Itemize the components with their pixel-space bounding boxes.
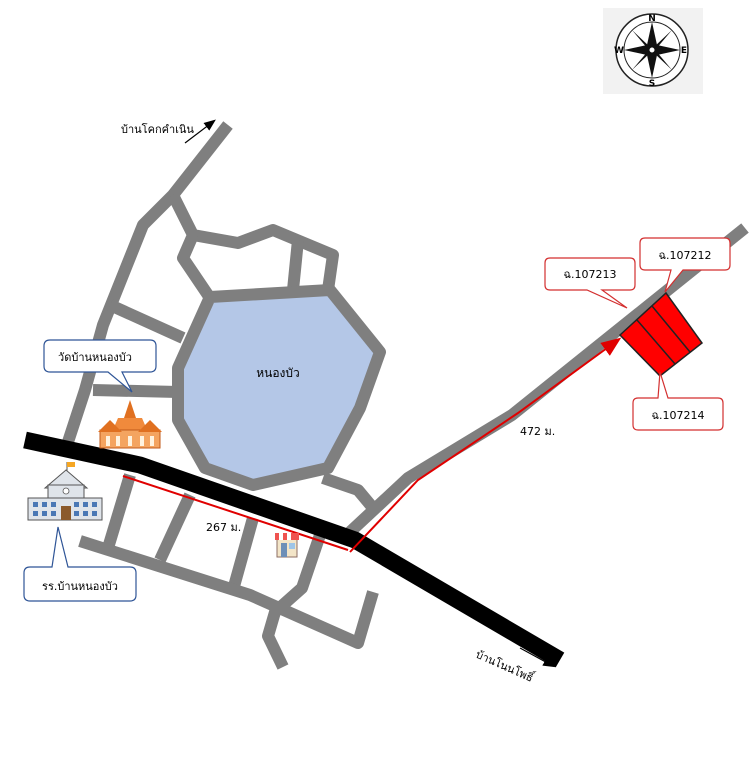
shop-icon xyxy=(275,533,299,558)
plot-b-label: ฉ.107212 xyxy=(659,249,712,262)
callout-temple: วัดบ้านหนองบัว xyxy=(43,339,157,393)
callout-plot-a: ฉ.107213 xyxy=(544,257,636,309)
local-roads xyxy=(61,121,749,670)
plot-c-label: ฉ.107214 xyxy=(652,409,705,422)
north-road-label: บ้านโคกคำเนิน xyxy=(121,122,194,136)
callout-plot-b: ฉ.107212 xyxy=(639,237,731,293)
compass-west: W xyxy=(614,46,624,56)
arrow-icon xyxy=(519,647,556,668)
main-highway xyxy=(23,431,565,668)
land-plots xyxy=(618,291,704,378)
lake-label: หนองบัว xyxy=(256,366,300,380)
school-label: รร.บ้านหนองบัว xyxy=(42,580,118,593)
plot-a-label: ฉ.107213 xyxy=(564,268,617,281)
compass-south: S xyxy=(649,79,655,89)
distance-to-plots: 472 ม. xyxy=(520,425,555,438)
temple-label: วัดบ้านหนองบัว xyxy=(58,351,132,364)
route-to-shop xyxy=(122,475,349,551)
distance-to-shop: 267 ม. xyxy=(206,521,241,534)
school-icon xyxy=(27,462,103,521)
callout-plot-c: ฉ.107214 xyxy=(632,371,724,431)
arrow-icon xyxy=(184,119,216,144)
temple-icon xyxy=(98,400,162,449)
compass-rose-icon: N S E W xyxy=(603,8,703,94)
callout-school: รร.บ้านหนองบัว xyxy=(23,526,137,602)
compass-east: E xyxy=(681,46,687,56)
compass-north: N xyxy=(648,14,656,24)
route-to-plots xyxy=(349,337,622,553)
lake-nong-bua xyxy=(172,284,386,491)
